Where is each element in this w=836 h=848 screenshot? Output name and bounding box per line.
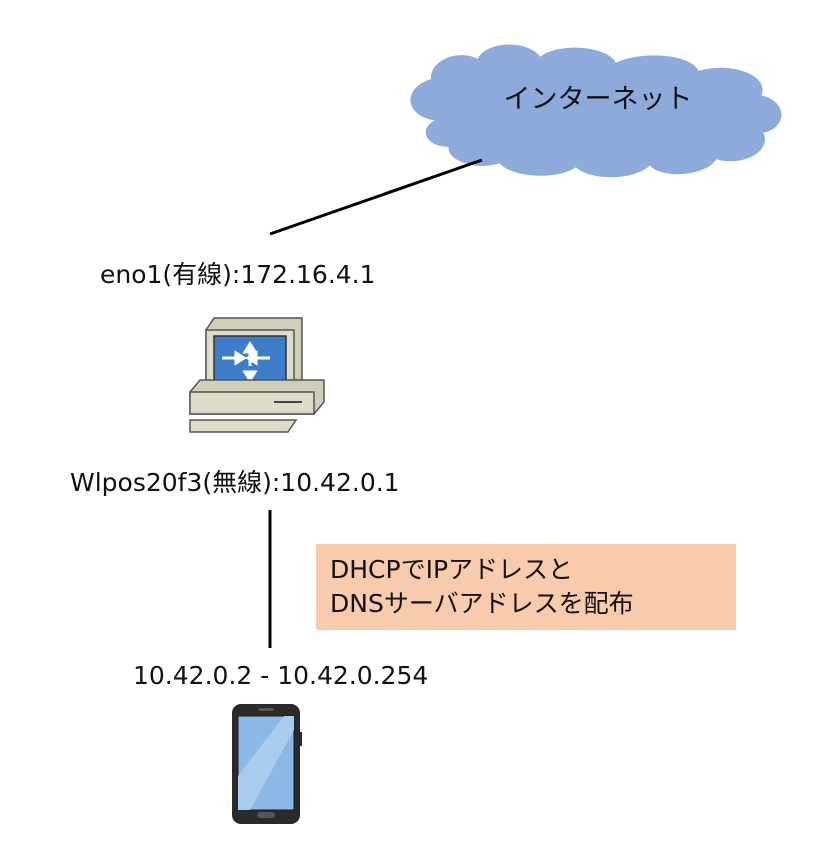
internet-link-line xyxy=(269,158,483,236)
dhcp-note-line-1: DHCPでIPアドレスと xyxy=(330,555,574,584)
router-computer-icon xyxy=(189,317,325,433)
internet-cloud-icon xyxy=(410,44,782,178)
wired-interface-label: eno1(有線):172.16.4.1 xyxy=(100,260,376,289)
wireless-interface-label: Wlpos20f3(無線):10.42.0.1 xyxy=(70,468,400,497)
dhcp-note-box: DHCPでIPアドレスと DNSサーバアドレスを配布 xyxy=(316,544,736,630)
internet-cloud-label: インターネット xyxy=(503,84,693,115)
smartphone-icon xyxy=(232,704,302,824)
client-ip-range-label: 10.42.0.2 - 10.42.0.254 xyxy=(133,661,429,690)
dhcp-note-line-2: DNSサーバアドレスを配布 xyxy=(330,589,634,618)
